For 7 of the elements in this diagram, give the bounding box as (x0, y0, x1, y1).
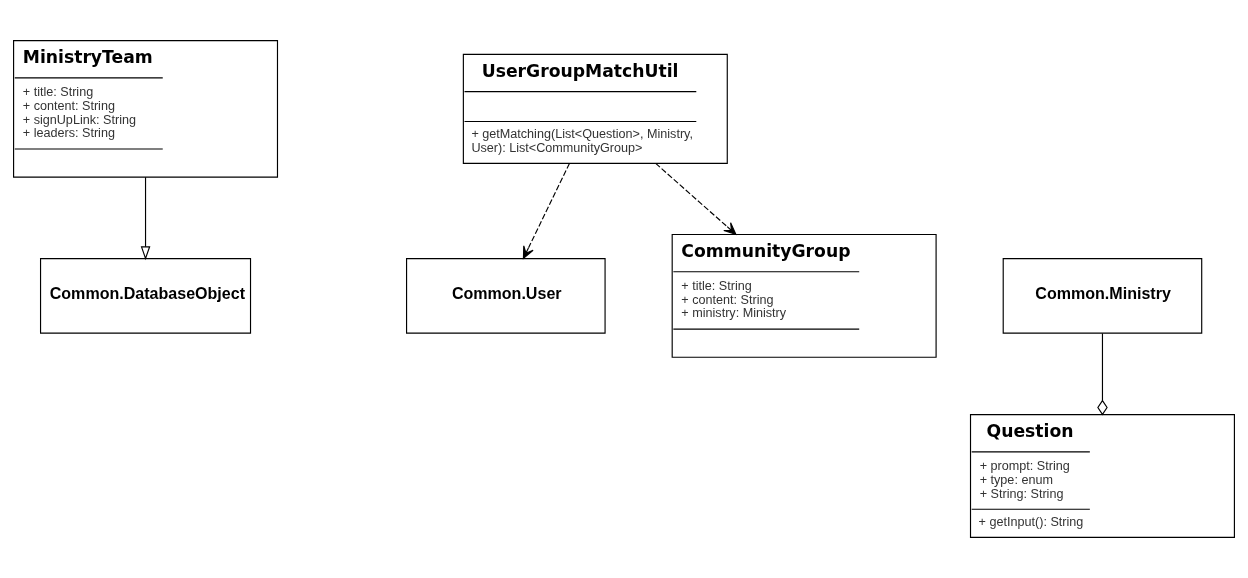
node-box: Common.User (406, 258, 606, 334)
node-box: Common.Ministry (1002, 258, 1203, 334)
arrow (655, 162, 737, 235)
arrow (140, 176, 151, 261)
connector (1097, 332, 1108, 416)
node-box: Common.DatabaseObject (39, 258, 252, 334)
arrow (522, 162, 570, 259)
